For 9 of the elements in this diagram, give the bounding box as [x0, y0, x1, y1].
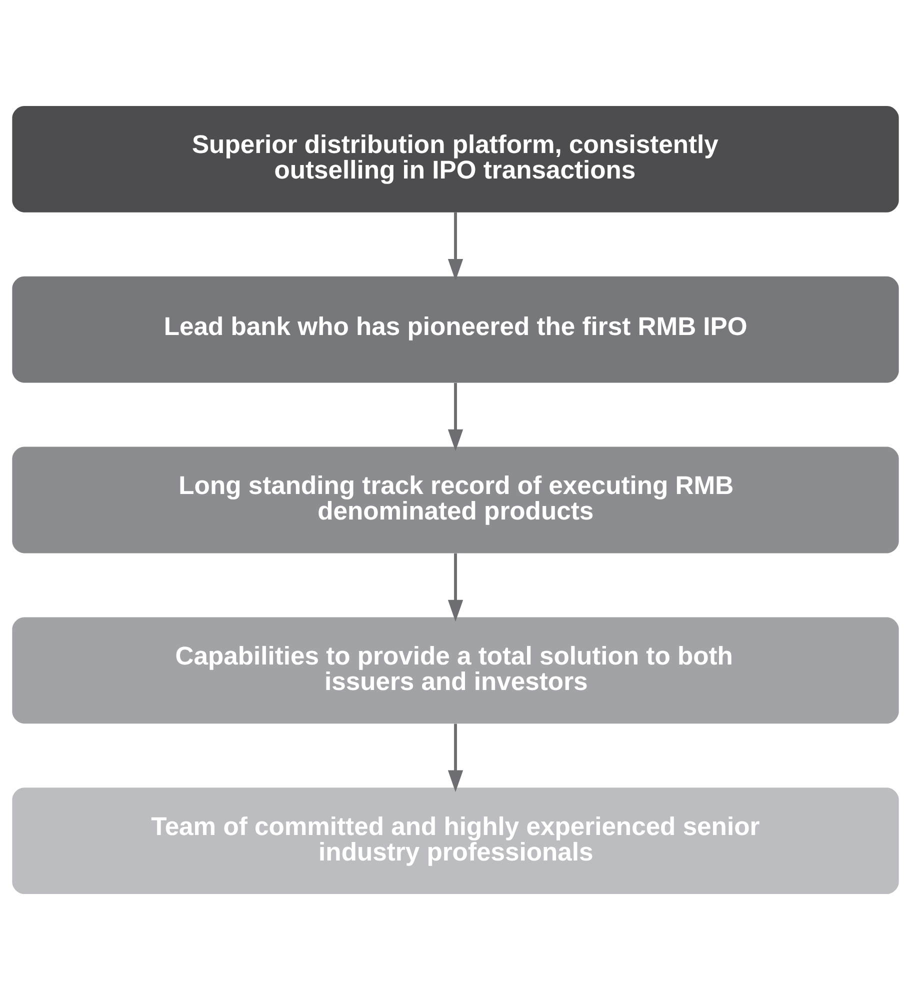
node-box: Long standing track record of executing RMB denominated products — [12, 446, 899, 554]
node-box: Superior distribution platform, consistently outselling in IPO transactions — [12, 106, 899, 212]
node-box: Capabilities to provide a total solution to both issuers and investors — [12, 617, 899, 724]
node-box: Lead bank who has pioneered the first RMB IPO — [12, 276, 899, 383]
arrow — [448, 553, 464, 622]
arrow — [448, 212, 464, 281]
node-box: Team of committed and highly experienced senior industry professionals — [12, 788, 899, 894]
arrow — [448, 382, 464, 452]
arrow — [448, 724, 464, 792]
